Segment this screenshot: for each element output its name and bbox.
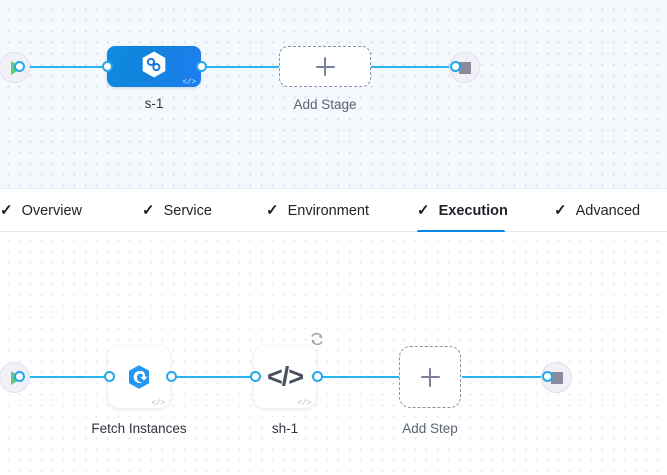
stop-icon [458, 61, 471, 74]
step-end-port[interactable] [542, 371, 553, 382]
step-fetch-output-port[interactable] [166, 371, 177, 382]
tab-execution[interactable]: ✓ Execution [417, 189, 508, 233]
check-icon: ✓ [0, 201, 13, 219]
step-label-sh-1: sh-1 [271, 421, 299, 436]
stage-config-tabs: ✓ Overview ✓ Service ✓ Environment ✓ Exe… [0, 188, 667, 233]
stage-end-port[interactable] [450, 61, 461, 72]
step-node-fetch-instances[interactable]: </> [108, 346, 170, 408]
stage-s1-input-port[interactable] [102, 61, 113, 72]
plus-icon [315, 57, 335, 76]
tab-underline [417, 230, 505, 233]
stage-s1-output-port[interactable] [196, 61, 207, 72]
check-icon: ✓ [417, 201, 430, 219]
tab-overview[interactable]: ✓ Overview [0, 189, 82, 233]
add-stage-button[interactable] [279, 46, 371, 87]
stage-node-label-s-1: s-1 [144, 96, 164, 111]
step-code-badge-icon: </> [151, 397, 165, 408]
tab-label: Environment [287, 203, 369, 219]
tab-label: Service [163, 203, 212, 219]
step-wire-fetch-to-sh1 [170, 376, 258, 378]
step-sh1-input-port[interactable] [250, 371, 261, 382]
tab-environment[interactable]: ✓ Environment [266, 189, 369, 233]
stage-wire-s1-to-add [198, 66, 280, 68]
check-icon: ✓ [142, 201, 155, 219]
stage-start-port[interactable] [14, 61, 25, 72]
step-wire-sh1-to-add [316, 376, 400, 378]
plus-icon [420, 367, 440, 387]
shell-script-icon: </> [266, 361, 304, 392]
tab-label: Advanced [575, 203, 641, 219]
step-wire-add-to-end [462, 376, 546, 378]
step-node-sh-1[interactable]: </> </> [254, 332, 323, 408]
stage-canvas[interactable]: </> s-1 Add Stage [0, 0, 667, 188]
step-start-port[interactable] [14, 371, 25, 382]
step-code-badge-icon: </> [297, 397, 311, 408]
execution-steps-canvas[interactable]: </> Fetch Instances </> </> [0, 232, 667, 475]
check-icon: ✓ [554, 201, 567, 219]
looping-strategy-icon [308, 330, 326, 348]
stage-wire-start-to-s1 [20, 66, 112, 68]
step-label-fetch-instances: Fetch Instances [91, 421, 187, 436]
step-end-node[interactable] [541, 362, 572, 393]
check-icon: ✓ [266, 201, 279, 219]
deployment-hexagon-icon [141, 50, 167, 83]
tab-advanced[interactable]: ✓ Advanced [554, 189, 640, 233]
stage-code-badge-icon: </> [182, 76, 196, 87]
add-stage-label: Add Stage [293, 97, 357, 112]
step-fetch-input-port[interactable] [104, 371, 115, 382]
stage-end-node[interactable] [449, 52, 480, 83]
stage-node-s-1[interactable]: </> [107, 46, 201, 87]
stop-icon [550, 371, 563, 384]
add-step-label: Add Step [402, 421, 458, 436]
tab-label: Execution [438, 203, 508, 219]
stage-wire-add-to-end [370, 66, 454, 68]
step-sh1-output-port[interactable] [312, 371, 323, 382]
tab-service[interactable]: ✓ Service [142, 189, 212, 233]
harness-logo-icon [126, 364, 152, 390]
add-step-button[interactable] [399, 346, 461, 408]
tab-label: Overview [21, 203, 83, 219]
step-wire-start-to-fetch [20, 376, 114, 378]
